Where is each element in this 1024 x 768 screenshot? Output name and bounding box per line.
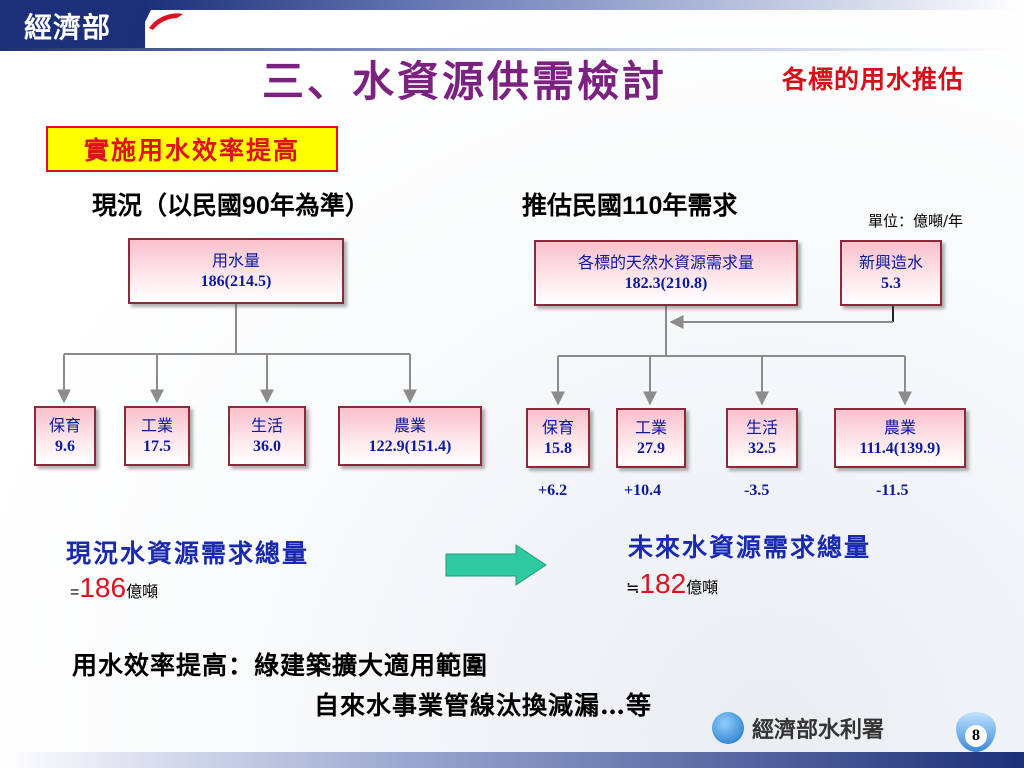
future-root-box: 各標的天然水資源需求量 182.3(210.8) xyxy=(534,240,798,306)
page-subtitle: 各標的用水推估 xyxy=(782,65,965,94)
diff-agriculture: -11.5 xyxy=(876,482,909,499)
current-box-industry: 工業 17.5 xyxy=(124,406,190,466)
ministry-logo-icon xyxy=(129,10,183,42)
measures-item-2: 自來水事業管線汰換減漏…等 xyxy=(314,691,653,720)
current-box-value: 122.9(151.4) xyxy=(368,438,452,455)
diff-domestic: -3.5 xyxy=(744,482,770,499)
water-agency-logo: 經濟部水利署 xyxy=(712,708,927,748)
current-heading-prefix: 現況（以民國 xyxy=(92,191,243,220)
current-root-value: 186(214.5) xyxy=(200,273,272,290)
future-box-value: 32.5 xyxy=(748,440,776,457)
current-total-unit: 億噸 xyxy=(126,582,159,601)
current-box-value: 9.6 xyxy=(55,438,75,455)
current-box-label: 工業 xyxy=(140,416,173,435)
future-box-label: 生活 xyxy=(745,418,778,437)
current-box-label: 生活 xyxy=(250,416,283,435)
current-total: =186億噸 xyxy=(70,572,158,604)
future-total-unit: 億噸 xyxy=(686,578,719,597)
current-heading: 現況（以民國90年為準） xyxy=(92,186,370,222)
current-total-value: 186 xyxy=(79,572,127,603)
new-source-label: 新興造水 xyxy=(858,253,923,272)
future-total-value: 182 xyxy=(639,568,687,599)
measures-line-1: 用水效率提高：綠建築擴大適用範圍 xyxy=(72,646,488,682)
measures-prefix: 用水效率提高： xyxy=(72,651,255,680)
future-box-label: 保育 xyxy=(541,418,574,437)
header-fade xyxy=(145,0,1024,10)
future-root-label: 各標的天然水資源需求量 xyxy=(577,253,754,272)
future-heading-year: 110 xyxy=(622,192,663,220)
current-total-symbol: = xyxy=(70,584,80,601)
current-box-value: 17.5 xyxy=(143,438,171,455)
new-source-value: 5.3 xyxy=(881,275,901,292)
future-heading: 推估民國110年需求 xyxy=(522,186,737,222)
measures-item-1: 綠建築擴大適用範圍 xyxy=(254,651,489,680)
current-root-box: 用水量 186(214.5) xyxy=(128,238,344,304)
ministry-logo-text: 經濟部 xyxy=(24,11,112,44)
footer-band xyxy=(0,752,1024,768)
header-band: 經濟部 xyxy=(0,0,1024,51)
page-number-badge: 8 xyxy=(956,712,996,752)
future-box-value: 111.4(139.9) xyxy=(859,440,941,457)
future-box-value: 27.9 xyxy=(637,440,665,457)
future-total-label: 未來水資源需求總量 xyxy=(628,533,872,562)
future-box-label: 農業 xyxy=(883,418,916,437)
diff-conservation: +6.2 xyxy=(538,482,568,499)
future-total: ≒182億噸 xyxy=(626,568,718,600)
current-box-label: 保育 xyxy=(48,416,81,435)
current-box-domestic: 生活 36.0 xyxy=(228,406,306,466)
current-root-label: 用水量 xyxy=(211,251,260,270)
new-source-box: 新興造水 5.3 xyxy=(840,240,942,306)
future-box-value: 15.8 xyxy=(544,440,572,457)
future-box-agriculture: 農業 111.4(139.9) xyxy=(834,408,966,468)
header-rule xyxy=(0,48,1024,51)
current-box-conservation: 保育 9.6 xyxy=(34,406,96,466)
future-box-industry: 工業 27.9 xyxy=(616,408,686,468)
right-arrow-icon xyxy=(445,544,547,586)
efficiency-tag: 實施用水效率提高 xyxy=(46,126,338,172)
current-heading-year: 90 xyxy=(242,192,270,220)
current-box-agriculture: 農業 122.9(151.4) xyxy=(338,406,482,466)
future-heading-suffix: 年需求 xyxy=(662,191,738,220)
unit-note: 單位：億噸/年 xyxy=(868,212,964,230)
diff-industry: +10.4 xyxy=(624,482,662,499)
current-box-value: 36.0 xyxy=(253,438,281,455)
current-heading-suffix: 年為準） xyxy=(269,191,370,220)
header-navy-block xyxy=(0,0,145,48)
future-heading-prefix: 推估民國 xyxy=(522,191,623,220)
page-number: 8 xyxy=(965,725,987,747)
water-drop-icon xyxy=(712,712,744,744)
future-box-domestic: 生活 32.5 xyxy=(726,408,798,468)
future-root-value: 182.3(210.8) xyxy=(624,275,708,292)
page-title: 三、水資源供需檢討 xyxy=(262,57,668,106)
future-box-conservation: 保育 15.8 xyxy=(526,408,590,468)
current-total-label: 現況水資源需求總量 xyxy=(66,539,310,568)
future-total-symbol: ≒ xyxy=(626,580,640,597)
future-box-label: 工業 xyxy=(634,418,667,437)
water-agency-name: 經濟部水利署 xyxy=(752,717,885,743)
current-box-label: 農業 xyxy=(393,416,426,435)
